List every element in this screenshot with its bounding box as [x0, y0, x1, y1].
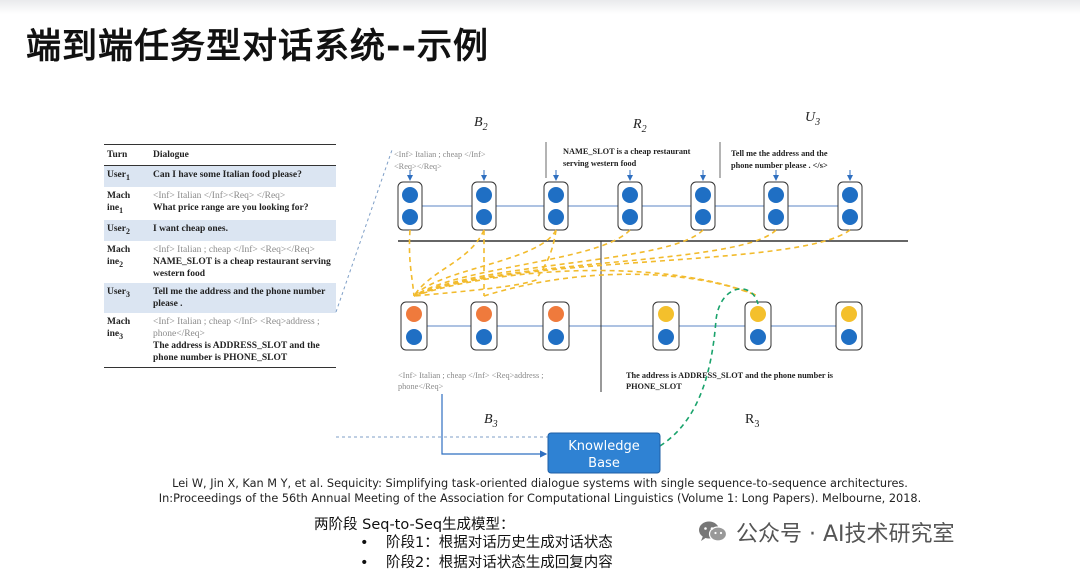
watermark-text: 公众号 · AI技术研究室 [736, 522, 955, 547]
top-band [0, 0, 1080, 14]
dialogue-table: Turn Dialogue User1 Can I have some Ital… [104, 144, 336, 368]
dialogue-cell: <Inf> Italian </Inf><Req> </Req>What pri… [150, 186, 336, 220]
svg-text:The address is ADDRESS_SLOT: The address is ADDRESS_SLOT and the phon… [626, 371, 834, 380]
cell [542, 301, 570, 351]
stages-title: 两阶段 Seq-to-Seq生成模型： [314, 517, 515, 533]
turn-cell: User2 [104, 219, 150, 241]
kb-to-response-link [659, 288, 759, 447]
r3-text: The address is ADDRESS_SLOT and the phon… [626, 371, 834, 391]
cell [617, 181, 643, 231]
u3-text: Tell me the address and the phone number… [731, 149, 828, 170]
belief-to-kb-arrow [441, 394, 548, 458]
turn-cell: Mach ine3 [104, 312, 150, 368]
label-r2: R2 [632, 117, 647, 135]
cell [744, 301, 772, 351]
belief-state-text: <Inf> Italian ; cheap </Inf> <Req></Req> [153, 244, 315, 255]
dialogue-cell: <Inf> Italian ; cheap </Inf> <Req>addres… [150, 312, 336, 368]
citation-line-1: Lei W, Jin X, Kan M Y, et al. Sequicity:… [172, 477, 908, 490]
dialogue-cell: I want cheap ones. [150, 219, 336, 241]
table-header: Turn Dialogue [104, 144, 336, 166]
response-text: NAME_SLOT is a cheap restaurant serving … [153, 256, 331, 279]
svg-text:NAME_SLOT is a cheap restauran: NAME_SLOT is a cheap restaurant [563, 147, 691, 156]
turn-cell: User3 [104, 282, 150, 313]
r2-text: NAME_SLOT is a cheap restaurant serving … [563, 147, 691, 168]
citation-line-2: In:Proceedings of the 56th Annual Meetin… [158, 492, 922, 505]
cell [543, 181, 569, 231]
belief-state-text: <Inf> Italian </Inf><Req> </Req> [153, 190, 286, 201]
top-input-arrows [407, 170, 853, 181]
cell [400, 301, 428, 351]
cell [837, 181, 863, 231]
table-row: User2 I want cheap ones. [104, 219, 336, 241]
b3-text: <Inf> Italian ; cheap </Inf> <Req>addres… [398, 371, 544, 391]
table-row: User1 Can I have some Italian food pleas… [104, 165, 336, 187]
slide-title: 端到端任务型对话系统--示例 [26, 27, 490, 67]
zoom-line-top [335, 149, 393, 313]
turn-cell: Mach ine2 [104, 240, 150, 283]
svg-text:<Req></Req>: <Req></Req> [394, 162, 442, 171]
cell [470, 301, 498, 351]
cell [471, 181, 497, 231]
table-row: User3 Tell me the address and the phone … [104, 282, 336, 313]
dialogue-cell: Tell me the address and the phone number… [150, 282, 336, 313]
dialogue-cell: <Inf> Italian ; cheap </Inf> <Req></Req>… [150, 240, 336, 283]
cell [397, 181, 423, 231]
dialogue-cell: Can I have some Italian food please? [150, 165, 336, 187]
watermark: 公众号 · AI技术研究室 [698, 516, 955, 548]
header-turn: Turn [104, 144, 150, 166]
svg-text:<Inf> Italian ; cheap </Inf>: <Inf> Italian ; cheap </Inf> [394, 150, 486, 159]
turn-cell: Mach ine1 [104, 186, 150, 220]
citation: Lei W, Jin X, Kan M Y, et al. Sequicity:… [0, 476, 1080, 506]
svg-text:phone number please . </s>: phone number please . </s> [731, 161, 828, 170]
bottom-row [400, 301, 863, 351]
cell [763, 181, 789, 231]
wechat-icon [698, 520, 728, 544]
svg-text:phone</Req>: phone</Req> [398, 382, 444, 391]
label-b3: B3 [484, 412, 498, 430]
knowledge-base-box [547, 432, 661, 474]
svg-text:serving western food: serving western food [563, 159, 637, 168]
table-row: Mach ine1 <Inf> Italian </Inf><Req> </Re… [104, 186, 336, 220]
cell [835, 301, 863, 351]
label-b2: B2 [474, 115, 488, 133]
turn-cell: User1 [104, 165, 150, 187]
cell [690, 181, 716, 231]
svg-text:Tell me the address and t: Tell me the address and the [731, 149, 828, 158]
svg-text:PHONE_SLOT: PHONE_SLOT [626, 382, 682, 391]
b2-text: <Inf> Italian ; cheap </Inf> <Req></Req> [394, 150, 486, 171]
header-dialogue: Dialogue [150, 144, 336, 166]
list-item: 阶段2：根据对话状态生成回复内容 [360, 553, 613, 573]
list-item: 阶段1：根据对话历史生成对话状态 [360, 533, 613, 553]
response-text: What price range are you looking for? [153, 202, 309, 213]
table-row: Mach ine2 <Inf> Italian ; cheap </Inf> <… [104, 240, 336, 283]
stages-list: 阶段1：根据对话历史生成对话状态 阶段2：根据对话状态生成回复内容 [360, 533, 613, 573]
knowledge-base-label-2: Base [588, 456, 620, 471]
label-r3: R3 [745, 412, 759, 430]
knowledge-base-label-1: Knowledge [568, 439, 639, 454]
attention-links [408, 229, 851, 297]
svg-text:<Inf> Italian ; cheap </Inf> <: <Inf> Italian ; cheap </Inf> <Req>addres… [398, 371, 544, 380]
label-u3: U3 [805, 110, 820, 128]
response-text: The address is ADDRESS_SLOT and the phon… [153, 340, 320, 363]
cell [652, 301, 680, 351]
belief-state-text: <Inf> Italian ; cheap </Inf> <Req>addres… [153, 316, 320, 339]
table-row: Mach ine3 <Inf> Italian ; cheap </Inf> <… [104, 312, 336, 368]
